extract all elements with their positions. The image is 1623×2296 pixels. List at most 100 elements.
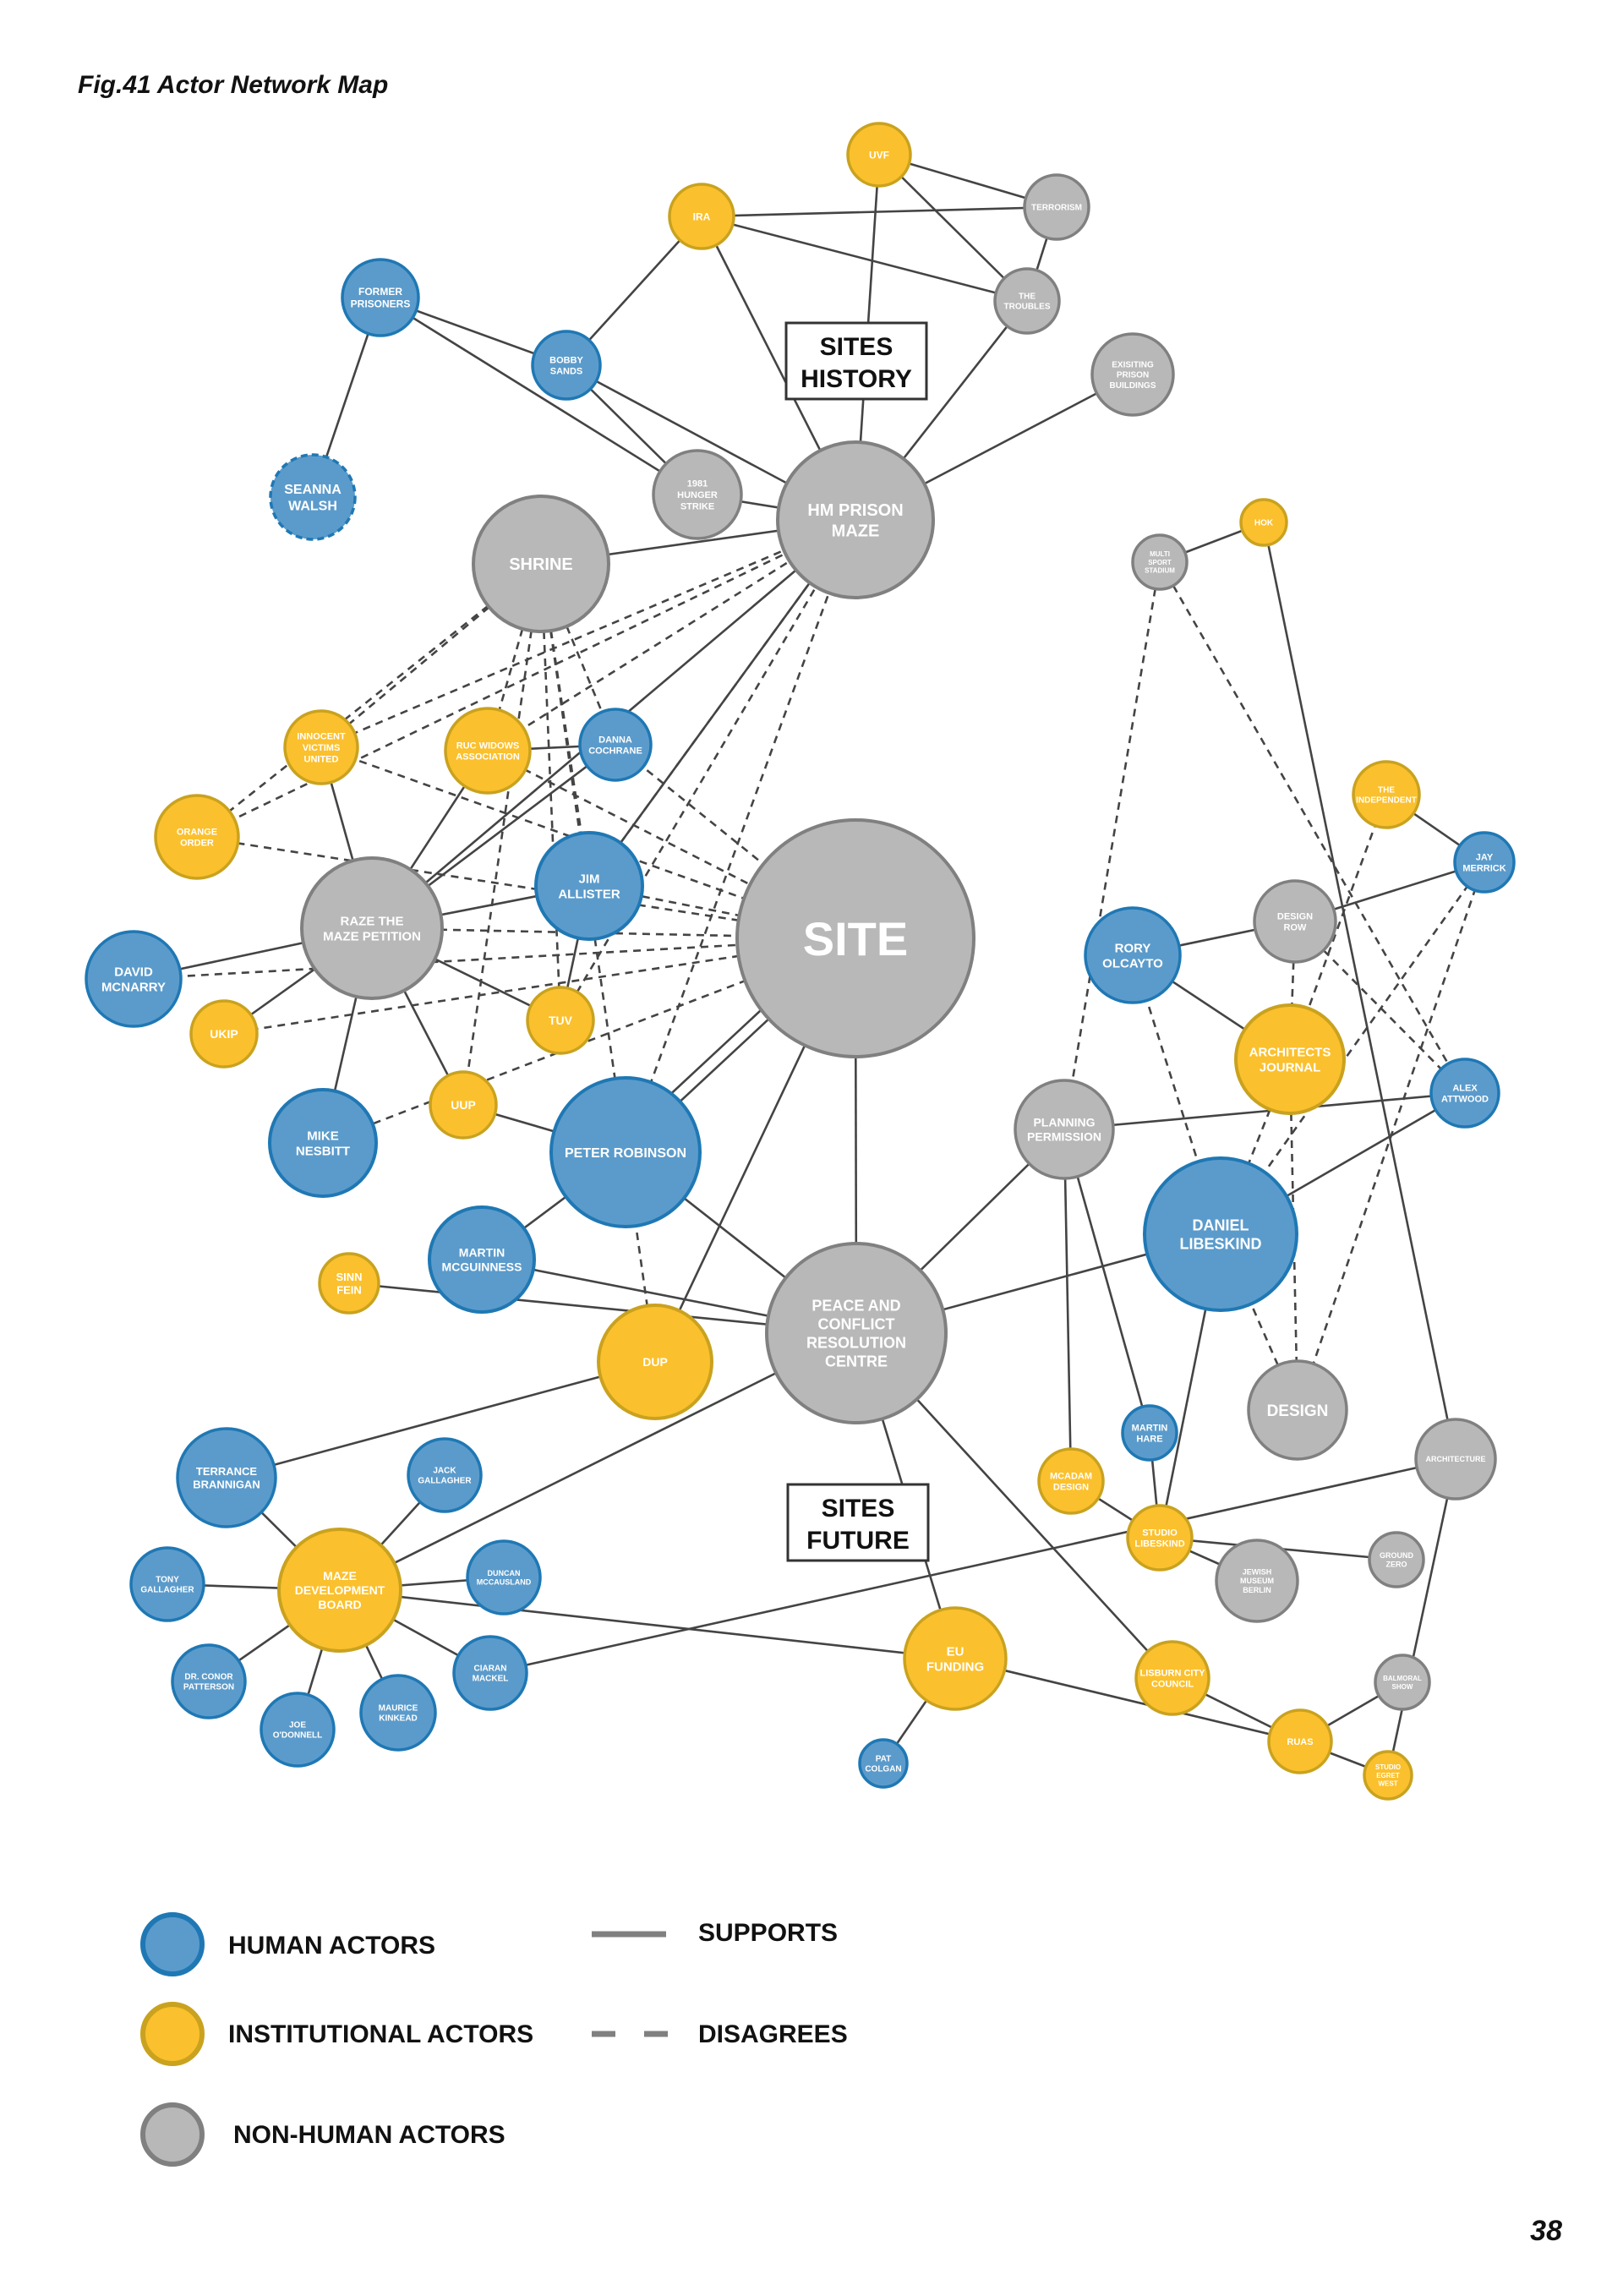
node-circle-conor (171, 1643, 247, 1719)
supports-edge-mdb-eu (339, 1588, 956, 1660)
disagrees-edge-archj-design (1288, 1058, 1299, 1411)
node-label-ruas-0: RUAS (1287, 1737, 1313, 1747)
node-label-jim-0: JIM (578, 872, 599, 886)
node-circle-tony (129, 1546, 205, 1622)
disagrees-edge-shrine-tuv (539, 563, 562, 1021)
disagrees-edge-shrine-orange (196, 562, 542, 839)
node-label-pcrc-0: PEACE AND (812, 1298, 900, 1315)
node-label-hunger-1: HUNGER (677, 490, 718, 500)
node-label-pcrc-2: RESOLUTION (806, 1334, 906, 1351)
node-label-design-0: DESIGN (1267, 1402, 1329, 1420)
supports-edge-uvf-troubles (878, 154, 1028, 302)
node-label-terrance-0: TERRANCE (196, 1465, 258, 1478)
node-label-independent-1: INDEPENDENT (1356, 796, 1417, 806)
node-label-rory-1: OLCAYTO (1102, 957, 1163, 971)
node-circle-martinh (1121, 1404, 1178, 1462)
node-circle-studiolib (1126, 1504, 1194, 1572)
node-label-martinmc-1: MCGUINNESS (442, 1260, 522, 1274)
node-label-troubles-1: TROUBLES (1004, 303, 1051, 312)
node-label-duncan-0: DUNCAN (488, 1569, 521, 1577)
node-label-lisburn-0: LISBURN CITY (1140, 1668, 1206, 1678)
node-label-ivu-2: UNITED (304, 754, 339, 764)
node-label-mike-1: NESBITT (296, 1145, 350, 1159)
sites-future-line-1: SITES (822, 1495, 895, 1522)
node-label-tony-0: TONY (156, 1576, 179, 1585)
node-label-peter-0: PETER ROBINSON (565, 1146, 686, 1161)
node-label-jay-0: JAY (1476, 852, 1494, 862)
node-circle-jack (407, 1437, 483, 1513)
node-hok: HOK (1239, 498, 1288, 547)
node-circle-terrorism (1023, 173, 1090, 241)
node-circle-pcrc (765, 1242, 948, 1424)
node-label-terrance-1: BRANNIGAN (193, 1479, 260, 1491)
node-uup: UUP (429, 1070, 498, 1140)
node-label-alex-1: ATTWOOD (1441, 1095, 1489, 1105)
disagrees-edge-multisport-planning (1063, 561, 1161, 1130)
node-label-designrow-1: ROW (1284, 923, 1308, 933)
node-label-hunger-0: 1981 (687, 479, 708, 489)
disagrees-edge-hmprison-tuv (559, 519, 857, 1021)
node-label-mcadam-0: MCADAM (1050, 1471, 1092, 1481)
node-circle-mdb (277, 1528, 402, 1653)
node-label-egret-2: WEST (1378, 1780, 1397, 1788)
legend-human-label: HUMAN ACTORS (228, 1932, 435, 1960)
node-circle-lisburn (1134, 1640, 1210, 1716)
node-label-balmoral-0: BALMORAL (1383, 1675, 1422, 1682)
sites-history-line-2: HISTORY (801, 365, 912, 393)
node-label-tony-1: GALLAGHER (140, 1586, 194, 1595)
node-circle-former (341, 258, 420, 337)
disagrees-edge-hmprison-orange (196, 518, 856, 839)
node-label-mdb-2: BOARD (318, 1598, 361, 1611)
node-label-mdb-1: DEVELOPMENT (295, 1583, 385, 1597)
sites-history-line-1: SITES (820, 333, 893, 361)
node-ukip: UKIP (189, 999, 259, 1069)
node-label-ruc-0: RUC WIDOWS (456, 741, 520, 751)
node-circle-danna (578, 708, 653, 782)
node-circle-hunger (652, 449, 743, 540)
node-circle-bobby (531, 330, 602, 401)
node-label-independent-0: THE (1378, 786, 1395, 795)
node-label-archj-1: JOURNAL (1260, 1061, 1321, 1075)
node-circle-david (85, 930, 183, 1028)
node-circle-rory (1084, 906, 1182, 1004)
node-label-alex-0: ALEX (1452, 1083, 1478, 1093)
page-number: 38 (1530, 2215, 1562, 2247)
disagrees-edge-hmprison-peter (624, 519, 857, 1153)
node-label-conor-0: DR. CONOR (184, 1673, 233, 1682)
node-circle-terrance (176, 1427, 277, 1528)
node-label-ground-1: ZERO (1385, 1561, 1407, 1569)
node-label-jim-1: ALLISTER (558, 888, 620, 902)
legend: HUMAN ACTORS INSTITUTIONAL ACTORS NON-HU… (140, 1912, 848, 2167)
node-circle-design (1247, 1359, 1348, 1461)
node-designrow: DESIGN ROW (1253, 879, 1337, 964)
node-circle-orange (154, 794, 240, 880)
node-circle-ruas (1267, 1708, 1333, 1774)
node-circle-hok (1239, 498, 1288, 547)
node-circle-planning (1014, 1079, 1115, 1180)
node-label-multisport-0: MULTI (1150, 550, 1170, 558)
node-circle-existing (1090, 332, 1175, 417)
node-label-seanna-0: SEANNA (284, 483, 342, 497)
node-circle-hmprison (776, 440, 935, 599)
node-label-seanna-1: WALSH (288, 500, 337, 514)
disagrees-edge-hmprison-ivu (320, 518, 856, 749)
node-label-designrow-0: DESIGN (1277, 911, 1313, 921)
node-label-multisport-2: STADIUM (1145, 567, 1175, 575)
node-label-mcadam-1: DESIGN (1053, 1483, 1089, 1493)
